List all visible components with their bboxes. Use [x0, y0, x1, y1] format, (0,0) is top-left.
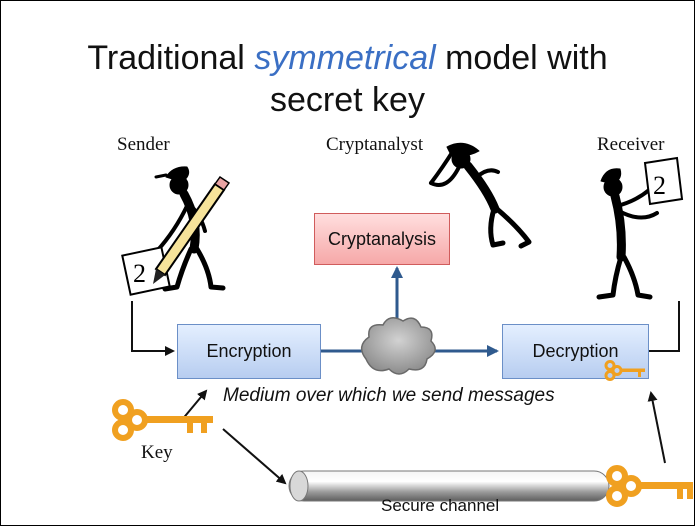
- cryptanalysis-box: Cryptanalysis: [314, 213, 450, 265]
- arrow-key-to-decryption: [647, 391, 666, 464]
- sender-paper-mark: 2: [133, 259, 146, 288]
- title-line-1: Traditional symmetrical model with: [1, 37, 694, 79]
- paper-receiver: 2: [643, 156, 684, 206]
- stick-figure-cryptanalyst: [429, 142, 532, 249]
- stick-figure-sender: [154, 166, 226, 292]
- secure-channel-label: Secure channel: [381, 496, 500, 515]
- arrow-sender-to-encryption: [131, 301, 175, 356]
- sender-label: Sender: [117, 134, 170, 155]
- slide-title: Traditional symmetrical model with secre…: [1, 37, 694, 121]
- title-text-after: model with: [435, 39, 608, 77]
- cryptanalyst-label: Cryptanalyst: [326, 134, 424, 155]
- title-emphasis: symmetrical: [254, 39, 436, 77]
- decryption-box: Decryption: [502, 324, 649, 379]
- title-line-2: secret key: [270, 81, 425, 119]
- cloud-icon: [360, 317, 436, 375]
- line-decryption-to-receiver: [649, 301, 680, 352]
- pencil-icon: [153, 175, 231, 284]
- secure-channel-pipe: [288, 470, 610, 502]
- encryption-box: Encryption: [177, 324, 321, 379]
- stick-figure-receiver: [596, 168, 659, 300]
- medium-label: Medium over which we send messages: [223, 385, 555, 406]
- receiver-paper-mark: 2: [653, 171, 666, 200]
- receiver-label: Receiver: [597, 134, 665, 155]
- key-icon: [112, 399, 213, 441]
- flow-arrows: [131, 266, 680, 485]
- title-text-before: Traditional: [87, 39, 255, 77]
- arrow-key-to-secure-channel: [222, 428, 287, 485]
- key-icon: [606, 465, 693, 507]
- key-label: Key: [141, 442, 173, 463]
